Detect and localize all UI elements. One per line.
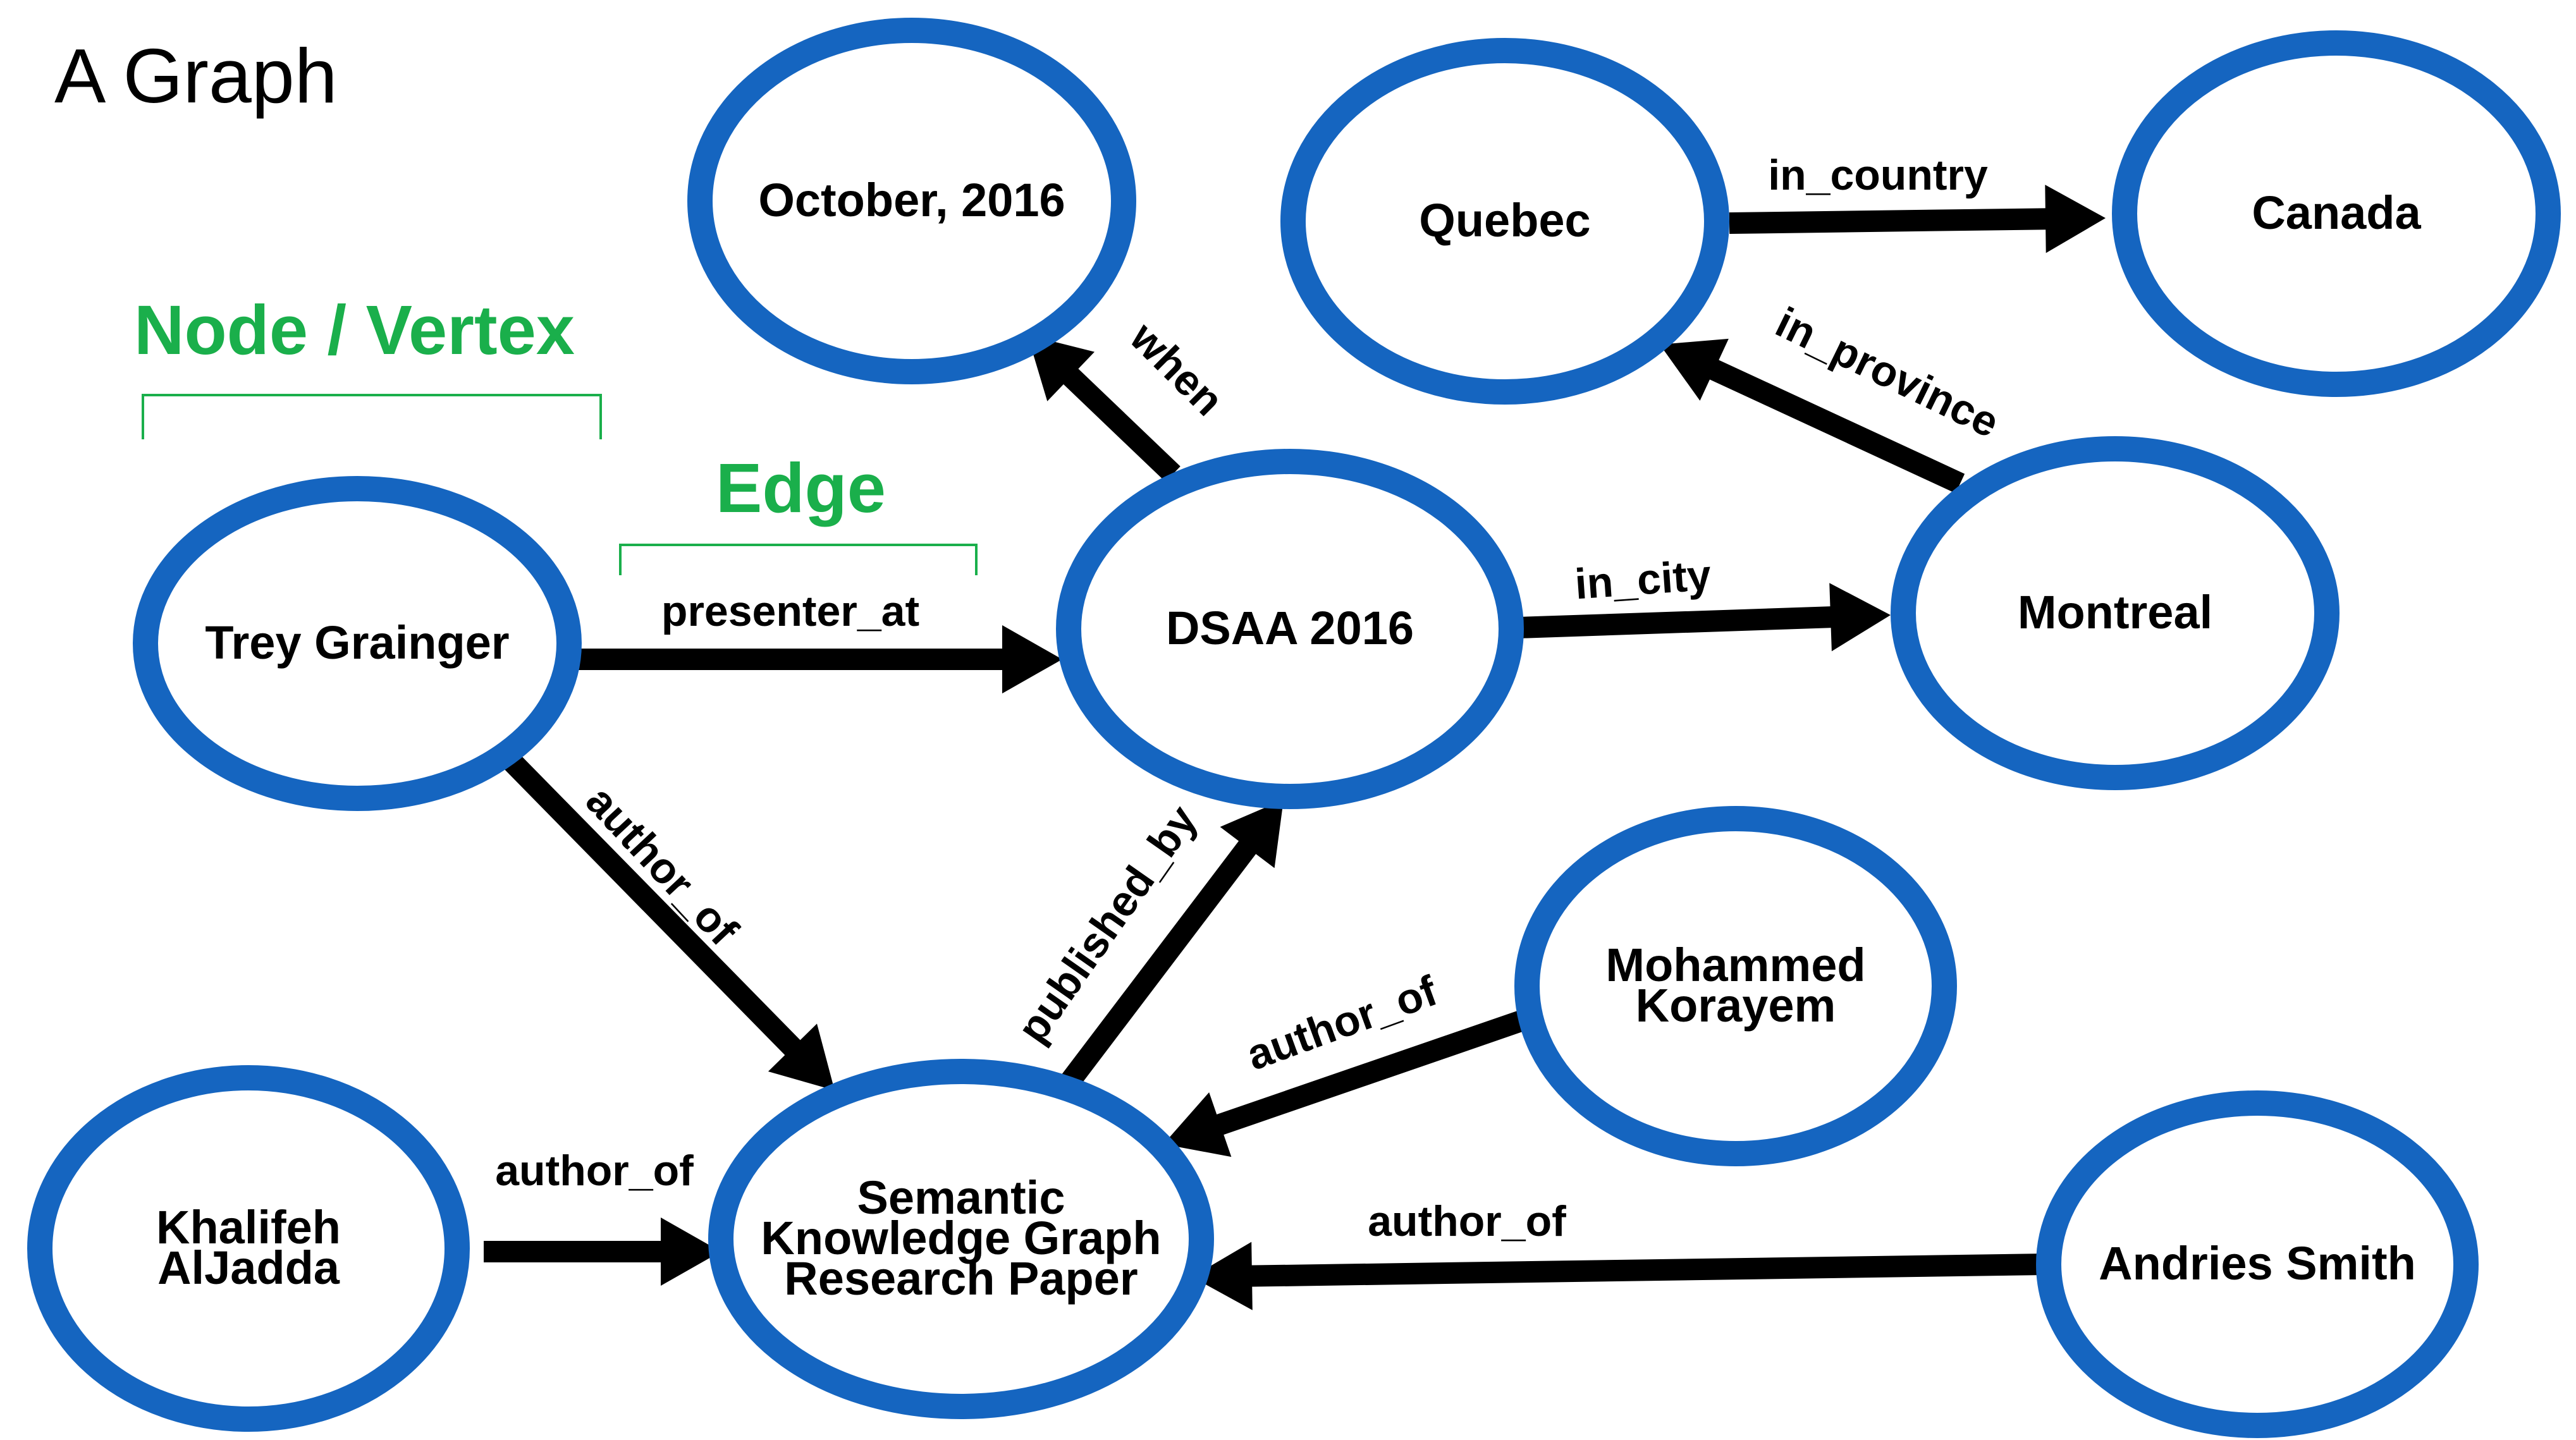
node-vertex-bracket: [142, 394, 602, 439]
nodes-layer: October, 2016 Quebec Canada Trey Grainge…: [27, 18, 2561, 1438]
edge-andries-author-of-arrowhead: [1192, 1242, 1253, 1310]
node-label-line: Semantic: [857, 1171, 1065, 1224]
node-label-line: AlJadda: [157, 1242, 340, 1294]
edge-published-by-line: [1057, 838, 1258, 1094]
edge-when-arrowhead: [1027, 335, 1095, 401]
node-label-line: Andries Smith: [2099, 1237, 2416, 1290]
edge-trey-author-of-line: [498, 748, 803, 1058]
edge-bracket: [619, 544, 978, 575]
edge-mohammed-author-of-arrowhead: [1163, 1092, 1232, 1157]
edges-layer: [484, 185, 2106, 1310]
edge-label-in-country: in_country: [1768, 151, 1988, 199]
node-trey-label: Trey Grainger: [205, 616, 509, 669]
node-quebec-label: Quebec: [1419, 194, 1590, 247]
edge-presenter-at-arrowhead: [1002, 625, 1062, 693]
edge-mohammed-author-of-line: [1213, 1007, 1534, 1137]
edge-label-andries-author-of: author_of: [1368, 1197, 1566, 1245]
node-label-line: Khalifeh: [156, 1201, 341, 1254]
node-canada-label: Canada: [2252, 186, 2421, 239]
edge-label-in-province: in_province: [1769, 298, 2006, 448]
node-label-line: Quebec: [1419, 194, 1590, 247]
node-label-line: Research Paper: [784, 1252, 1138, 1305]
edge-when-line: [1060, 366, 1181, 482]
edge-label-when: when: [1120, 313, 1232, 425]
edge-in-country-line: [1729, 208, 2050, 234]
node-label-line: Montreal: [2018, 586, 2212, 638]
edge-in-country-arrowhead: [2045, 185, 2106, 253]
node-label-line: October, 2016: [758, 174, 1065, 226]
node-canada: Canada: [2112, 30, 2561, 397]
edge-label-in-city: in_city: [1573, 551, 1712, 609]
node-andries: Andries Smith: [2036, 1090, 2479, 1438]
edge-in-city-arrowhead: [1829, 583, 1891, 652]
node-quebec: Quebec: [1280, 38, 1729, 405]
node-vertex-annotation: Node / Vertex: [134, 291, 575, 369]
node-label-line: Trey Grainger: [205, 616, 509, 669]
node-montreal-label: Montreal: [2018, 586, 2212, 638]
node-label-line: Knowledge Graph: [761, 1212, 1161, 1264]
edge-in-province-arrowhead: [1660, 338, 1729, 401]
edge-label-presenter-at: presenter_at: [661, 587, 919, 635]
node-label-line: Canada: [2252, 186, 2421, 239]
node-andries-label: Andries Smith: [2099, 1237, 2416, 1290]
node-label-line: Korayem: [1636, 979, 1836, 1032]
node-dsaa-label: DSAA 2016: [1166, 602, 1414, 654]
edge-khalifeh-author-of-arrowhead: [661, 1217, 721, 1286]
edge-in-city-line: [1517, 606, 1835, 638]
node-october: October, 2016: [687, 18, 1136, 384]
node-label-line: Mohammed: [1605, 939, 1865, 991]
node-trey: Trey Grainger: [133, 476, 582, 811]
node-october-label: October, 2016: [758, 174, 1065, 226]
node-montreal: Montreal: [1891, 436, 2340, 790]
edge-label-khalifeh-author-of: author_of: [495, 1147, 694, 1195]
edge-trey-author-of-arrowhead: [768, 1023, 835, 1090]
edge-published-by-arrowhead: [1220, 800, 1284, 869]
page-title: A Graph: [54, 33, 338, 119]
edge-in-province-line: [1706, 358, 1965, 494]
node-label-line: DSAA 2016: [1166, 602, 1414, 654]
node-dsaa: DSAA 2016: [1056, 449, 1524, 809]
edge-annotation: Edge: [716, 449, 886, 527]
edge-andries-author-of-line: [1248, 1254, 2046, 1287]
